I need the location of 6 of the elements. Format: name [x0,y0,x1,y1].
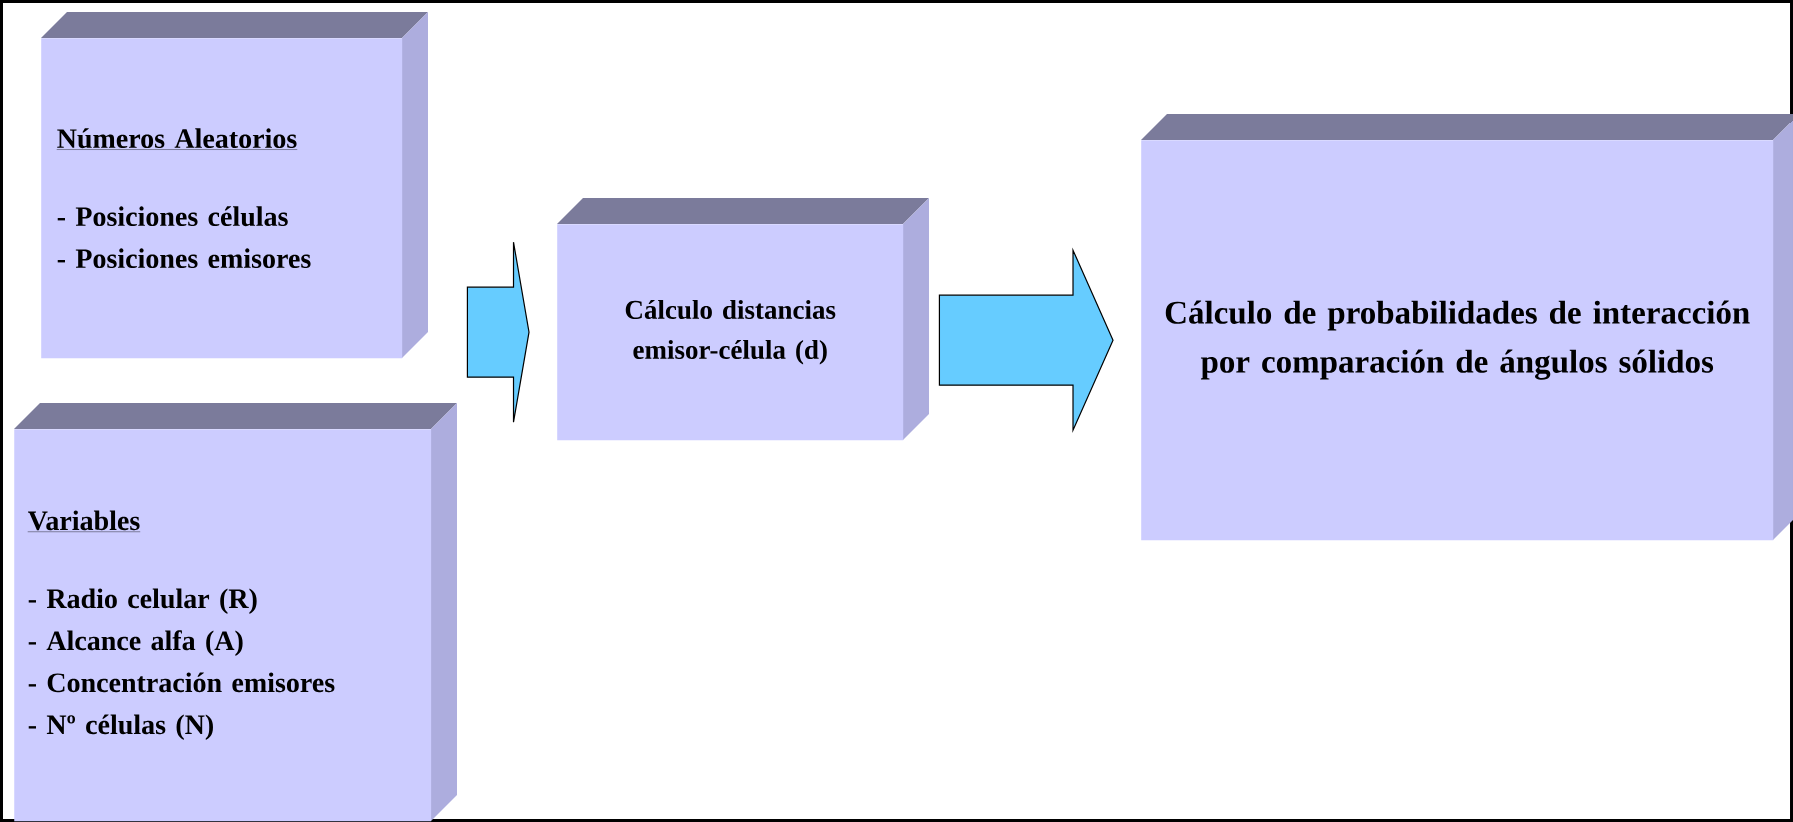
cube-box: Cálculo de probabilidades de interacción por comparación de ángulos sólidos [1141,114,1793,541]
block-arrow [466,241,530,423]
cube-box: Variables - Radio celular (R) - Alcance alfa (A) - Concentración emisores - Nº células (N) [14,403,457,822]
cube-box: Cálculo distancias emisor-célula (d) [557,198,929,441]
block-arrow [938,247,1114,434]
cube-box: Números Aleatorios - Posiciones células - Posiciones emisores [41,12,428,359]
